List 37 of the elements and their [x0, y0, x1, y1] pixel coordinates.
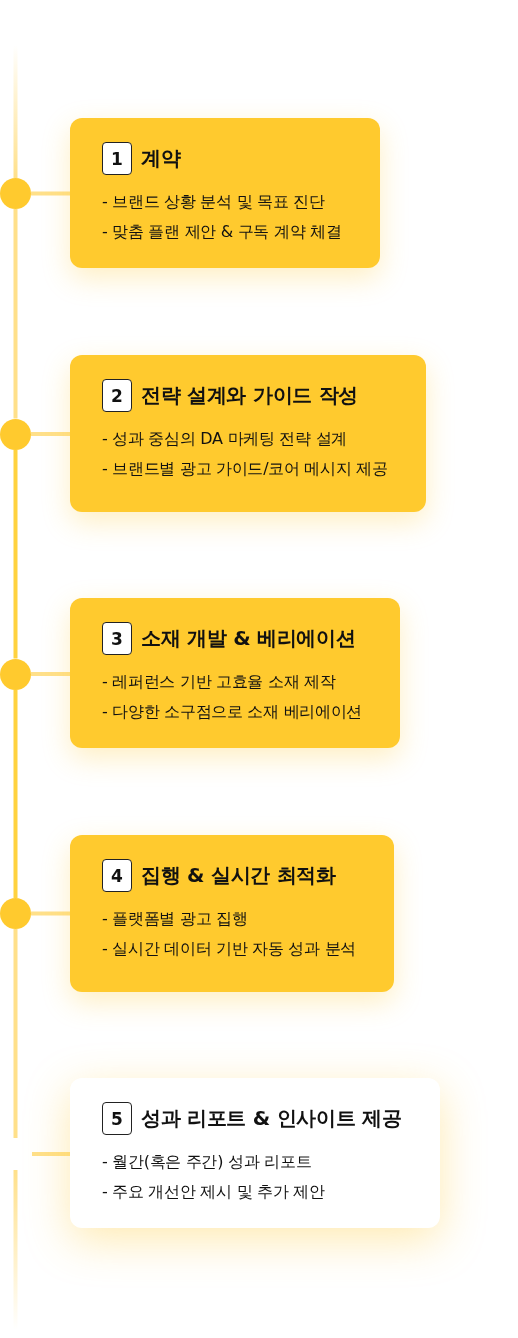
- timeline-segment: [13, 209, 18, 419]
- step-title: 집행 & 실시간 최적화: [141, 862, 336, 889]
- step-number: 2: [102, 379, 132, 412]
- step-title: 계약: [141, 145, 181, 172]
- step-title: 소재 개발 & 베리에이션: [141, 625, 356, 652]
- step-title: 전략 설계와 가이드 작성: [141, 382, 358, 409]
- timeline-dot: [0, 658, 31, 690]
- connector-line: [31, 911, 70, 916]
- step-card: [70, 355, 426, 512]
- step-detail: - 브랜드 상황 분석 및 목표 진단: [102, 191, 326, 213]
- step-number: 5: [102, 1102, 132, 1135]
- step-detail: - 다양한 소구점으로 소재 베리에이션: [102, 701, 363, 723]
- timeline-dot: [0, 178, 31, 209]
- connector-line: [31, 432, 70, 436]
- step-detail: - 브랜드별 광고 가이드/코어 메시지 제공: [102, 458, 388, 480]
- timeline-segment: [13, 449, 18, 659]
- step-card: [70, 835, 394, 992]
- connector-line: [31, 191, 70, 196]
- step-detail: - 성과 중심의 DA 마케팅 전략 설계: [102, 428, 348, 450]
- connector-line: [31, 672, 70, 676]
- step-detail: - 주요 개선안 제시 및 추가 제안: [102, 1181, 326, 1203]
- timeline-dot: [0, 418, 31, 450]
- step-detail: - 실시간 데이터 기반 자동 성과 분석: [102, 938, 356, 960]
- step-title: 성과 리포트 & 인사이트 제공: [141, 1105, 402, 1132]
- step-number: 4: [102, 859, 132, 892]
- timeline-dot: [0, 898, 31, 929]
- step-number: 3: [102, 622, 132, 655]
- step-card: [70, 118, 380, 268]
- timeline-segment: [13, 689, 18, 898]
- step-detail: - 맞춤 플랜 제안 & 구독 계약 체결: [102, 221, 342, 243]
- step-number: 1: [102, 142, 132, 175]
- step-detail: - 레퍼런스 기반 고효율 소재 제작: [102, 671, 337, 693]
- step-detail: - 플랫폼별 광고 집행: [102, 908, 249, 930]
- connector-line: [32, 1152, 70, 1156]
- step-detail: - 월간(혹은 주간) 성과 리포트: [102, 1151, 313, 1173]
- step-card: [70, 1078, 440, 1228]
- step-card: [70, 598, 401, 748]
